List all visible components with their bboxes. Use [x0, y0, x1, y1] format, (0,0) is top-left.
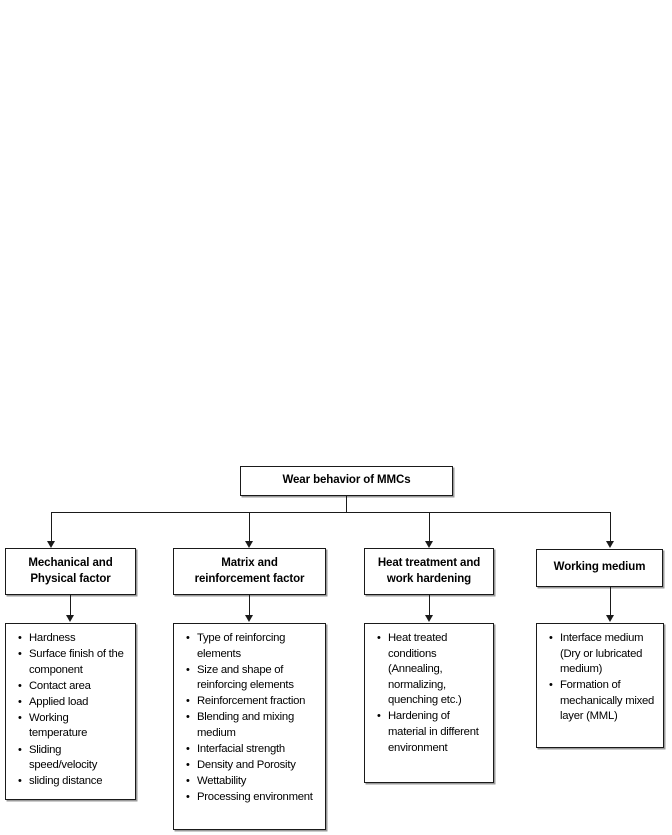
arrowhead-branch-1 [47, 541, 55, 548]
arrowhead-branch-4 [606, 541, 614, 548]
bullet-icon: • [549, 632, 553, 644]
detail-list-item: • Contact area [18, 679, 129, 695]
bullet-icon: • [549, 679, 553, 692]
connector-drop-branch-2 [249, 512, 250, 542]
connector-drop-branch-1 [51, 512, 52, 542]
detail-list-item-label: Applied load [29, 695, 89, 708]
detail-list-item: • Formation of mechanically mixed layer (… [549, 678, 657, 725]
arrowhead-list-3 [425, 615, 433, 622]
detail-list-item-label: Size and shape of reinforcing elements [197, 663, 294, 692]
bullet-icon: • [186, 791, 190, 804]
category-box-working-medium[interactable]: Working medium [536, 549, 663, 587]
arrowhead-list-4 [606, 615, 614, 622]
category-label-4: Working medium [553, 561, 646, 574]
bullet-icon: • [377, 710, 381, 723]
arrowhead-list-1 [66, 615, 74, 622]
detail-list-item: • Density and Porosity [186, 758, 319, 774]
detail-list-item-label: Wettability [197, 775, 247, 788]
arrowhead-branch-2 [245, 541, 253, 548]
detail-list-item: • Hardening of material in different envi… [377, 709, 487, 756]
connector-drop-list-1 [70, 595, 71, 616]
detail-list-item-label: Contact area [29, 679, 91, 692]
detail-list-item: • Sliding speed/velocity [18, 743, 129, 774]
detail-list-item-label: Density and Porosity [197, 759, 296, 772]
detail-list-1: • Hardness • Surface finish of the componen… [12, 631, 129, 790]
detail-list-box-working-medium[interactable]: • Interface medium (Dry or lubricated med… [536, 623, 664, 748]
bullet-icon: • [18, 711, 22, 724]
bullet-icon: • [186, 775, 190, 788]
detail-list-2: • Type of reinforcing elements • Size and s… [180, 631, 319, 806]
detail-list-item-label: sliding distance [29, 775, 103, 788]
bullet-icon: • [186, 632, 190, 644]
bullet-icon: • [18, 743, 22, 756]
connector-drop-branch-3 [429, 512, 430, 542]
bullet-icon: • [18, 632, 22, 644]
detail-list-item: • Working temperature [18, 711, 129, 742]
bullet-icon: • [18, 775, 22, 788]
detail-list-item-label: Formation of mechanically mixed layer (M… [560, 679, 655, 723]
root-node-label: Wear behavior of MMCs [282, 474, 411, 487]
detail-list-box-heat-treatment-and-work-hardening[interactable]: • Heat treated conditions (Annealing, nor… [364, 623, 494, 783]
bullet-icon: • [18, 695, 22, 708]
connector-root-trunk [346, 496, 347, 512]
detail-list-item-label: Blending and mixing medium [197, 711, 294, 739]
detail-list-item: • Type of reinforcing elements [186, 631, 319, 662]
detail-list-item: • Applied load [18, 695, 129, 711]
detail-list-item: • Hardness [18, 631, 129, 647]
detail-list-box-matrix-and-reinforcement-factor[interactable]: • Type of reinforcing elements • Size and s… [173, 623, 326, 830]
detail-list-item-label: Reinforcement fraction [197, 695, 306, 708]
bullet-icon: • [18, 648, 22, 661]
connector-drop-list-2 [249, 595, 250, 616]
detail-list-item: • Blending and mixing medium [186, 710, 319, 741]
detail-list-item-label: Processing environment [197, 791, 313, 804]
detail-list-item: • sliding distance [18, 774, 129, 790]
detail-list-item-label: Interfacial strength [197, 743, 285, 756]
detail-list-item-label: Interface medium (Dry or lubricated medi… [560, 632, 644, 676]
connector-horizontal-bus [51, 512, 610, 513]
bullet-icon: • [186, 711, 190, 724]
connector-drop-branch-4 [610, 512, 611, 542]
detail-list-item-label: Working temperature [29, 711, 88, 740]
arrowhead-branch-3 [425, 541, 433, 548]
detail-list-4: • Interface medium (Dry or lubricated med… [543, 631, 657, 725]
bullet-icon: • [186, 743, 190, 756]
detail-list-item: • Surface finish of the component [18, 647, 129, 678]
detail-list-item-label: Heat treated conditions (Annealing, norm… [388, 632, 462, 707]
detail-list-item: • Interface medium (Dry or lubricated med… [549, 631, 657, 678]
bullet-icon: • [186, 759, 190, 772]
bullet-icon: • [186, 695, 190, 708]
connector-drop-list-3 [429, 595, 430, 616]
connector-drop-list-4 [610, 587, 611, 616]
detail-list-3: • Heat treated conditions (Annealing, nor… [371, 631, 487, 756]
detail-list-item: • Size and shape of reinforcing elements [186, 663, 319, 694]
detail-list-item-label: Hardness [29, 632, 76, 644]
detail-list-item: • Interfacial strength [186, 742, 319, 758]
detail-list-box-mechanical-and-physical-factor[interactable]: • Hardness • Surface finish of the componen… [5, 623, 136, 800]
arrowhead-list-2 [245, 615, 253, 622]
detail-list-item: • Processing environment [186, 790, 319, 806]
detail-list-item: • Heat treated conditions (Annealing, nor… [377, 631, 487, 709]
bullet-icon: • [377, 632, 381, 644]
detail-list-item-label: Surface finish of the component [29, 648, 124, 676]
bullet-icon: • [18, 679, 22, 692]
detail-list-item: • Wettability [186, 774, 319, 790]
detail-list-item-label: Sliding speed/velocity [29, 743, 98, 772]
root-node-wear-behavior[interactable]: Wear behavior of MMCs [240, 466, 453, 496]
detail-list-item-label: Hardening of material in different envir… [388, 710, 479, 754]
detail-list-item: • Reinforcement fraction [186, 694, 319, 710]
bullet-icon: • [186, 663, 190, 676]
detail-list-item-label: Type of reinforcing elements [197, 632, 286, 660]
